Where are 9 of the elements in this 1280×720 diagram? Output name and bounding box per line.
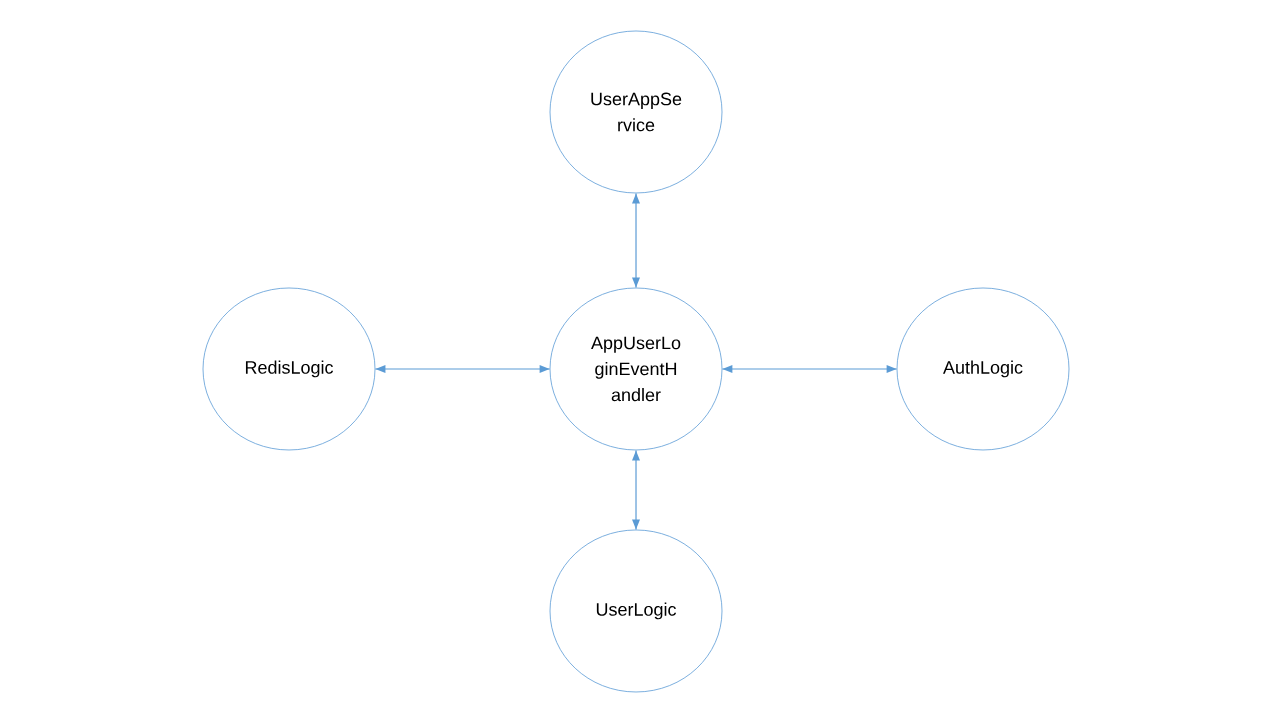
- ellipse-node: AppUserLo ginEventH andler: [549, 287, 723, 451]
- ellipse-node: UserAppSe rvice: [549, 30, 723, 194]
- arrow: [632, 192, 640, 289]
- ellipse-node: AuthLogic: [896, 287, 1070, 451]
- arrow: [721, 365, 898, 373]
- ellipse-node: UserLogic: [549, 529, 723, 693]
- arrow: [632, 449, 640, 531]
- ellipse-node: RedisLogic: [202, 287, 376, 451]
- arrow: [374, 365, 551, 373]
